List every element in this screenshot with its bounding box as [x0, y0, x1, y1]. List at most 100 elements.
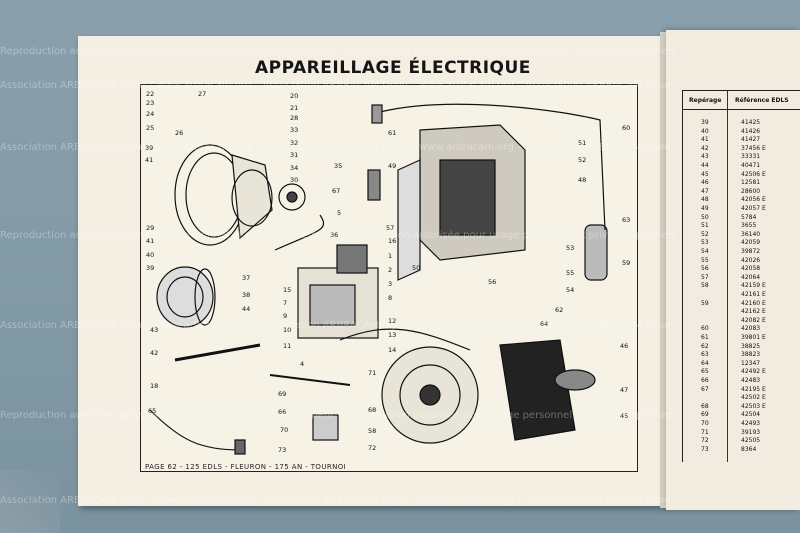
- row-reference: 37456 E: [741, 144, 766, 152]
- callout-label: 45: [620, 412, 628, 420]
- callout-label: 4: [300, 360, 304, 368]
- callout-label: 34: [290, 164, 298, 172]
- table-row: 42161 E: [683, 291, 800, 299]
- callout-label: 55: [566, 269, 574, 277]
- callout-label: 65: [148, 407, 156, 415]
- row-repere: 55: [701, 256, 709, 264]
- callout-label: 70: [280, 426, 288, 434]
- row-repere: 51: [701, 222, 709, 230]
- cable-rod: [269, 374, 351, 386]
- row-reference: 41425: [741, 119, 761, 126]
- row-reference: 38823: [741, 351, 761, 359]
- row-repere: 42: [701, 144, 709, 152]
- callout-label: 18: [150, 382, 158, 390]
- row-repere: 66: [701, 377, 709, 384]
- header-divider: [683, 109, 800, 110]
- callout-label: 51: [578, 139, 586, 147]
- callout-label: 37: [242, 274, 250, 282]
- row-reference: 42160 E: [741, 299, 766, 307]
- row-repere: 65: [701, 368, 709, 376]
- row-reference: 38825: [741, 342, 761, 350]
- regulator-plate: [309, 284, 356, 326]
- callout-label: 30: [290, 176, 298, 184]
- row-repere: 52: [701, 230, 709, 238]
- callout-label: 48: [578, 176, 586, 184]
- wire-harness: [339, 328, 471, 351]
- callout-label: 54: [566, 286, 574, 294]
- callout-label: 50: [412, 264, 420, 272]
- row-repere: 61: [701, 334, 709, 341]
- bracket: [312, 414, 339, 441]
- callout-label: 3: [388, 280, 392, 288]
- row-reference: 42502 E: [741, 394, 766, 402]
- headlamp-reflector: [231, 154, 273, 240]
- table-row: 61 39801 E: [683, 334, 800, 342]
- table-row: 55 42026: [683, 257, 800, 265]
- ignition-coil: [584, 224, 608, 281]
- battery: [439, 159, 496, 236]
- row-repere: 50: [701, 213, 709, 221]
- battery-strap: [397, 159, 421, 281]
- right-page: [666, 30, 800, 510]
- column-header-reference: Référence EDLS: [735, 97, 789, 104]
- callout-label: 39: [146, 264, 154, 272]
- callout-label: 8: [388, 294, 392, 302]
- row-reference: 33331: [741, 153, 761, 161]
- page-footer: PAGE 62 - 125 EDLS - FLEURON - 175 AN - …: [145, 463, 347, 471]
- row-reference: 42503 E: [741, 402, 766, 410]
- callout-label: 7: [283, 299, 287, 307]
- callout-label: 73: [278, 446, 286, 454]
- callout-label: 26: [175, 129, 183, 137]
- callout-label: 22: [146, 90, 154, 98]
- wire-loop: [274, 214, 325, 251]
- row-reference: 39801 E: [741, 334, 766, 341]
- callout-label: 13: [388, 331, 396, 339]
- callout-label: 35: [334, 162, 342, 170]
- row-repere: 58: [701, 282, 709, 290]
- row-reference: 42026: [741, 256, 761, 264]
- callout-label: 29: [146, 224, 154, 232]
- row-repere: 48: [701, 196, 709, 204]
- ht-lead: [379, 103, 606, 231]
- row-reference: 3655: [741, 222, 757, 230]
- callout-label: 15: [283, 286, 291, 294]
- row-repere: 70: [701, 420, 709, 427]
- table-row: 43 33331: [683, 153, 800, 161]
- table-row: 70 42493: [683, 420, 800, 428]
- callout-label: 57: [386, 224, 394, 232]
- callout-label: 21: [290, 104, 298, 112]
- row-repere: 49: [701, 205, 709, 212]
- row-repere: 64: [701, 359, 709, 367]
- row-repere: 43: [701, 153, 709, 161]
- callout-label: 56: [488, 278, 496, 286]
- callout-label: 1: [388, 252, 392, 260]
- row-reference: 42493: [741, 420, 761, 427]
- callout-label: 24: [146, 110, 154, 118]
- book-gutter: [660, 32, 670, 508]
- row-repere: 73: [701, 445, 709, 453]
- table-row: 63 38823: [683, 351, 800, 359]
- callout-label: 44: [242, 305, 250, 313]
- row-repere: 54: [701, 248, 709, 255]
- row-repere: 63: [701, 351, 709, 359]
- callout-label: 14: [388, 346, 396, 354]
- callout-label: 31: [290, 151, 298, 159]
- callout-label: 63: [622, 216, 630, 224]
